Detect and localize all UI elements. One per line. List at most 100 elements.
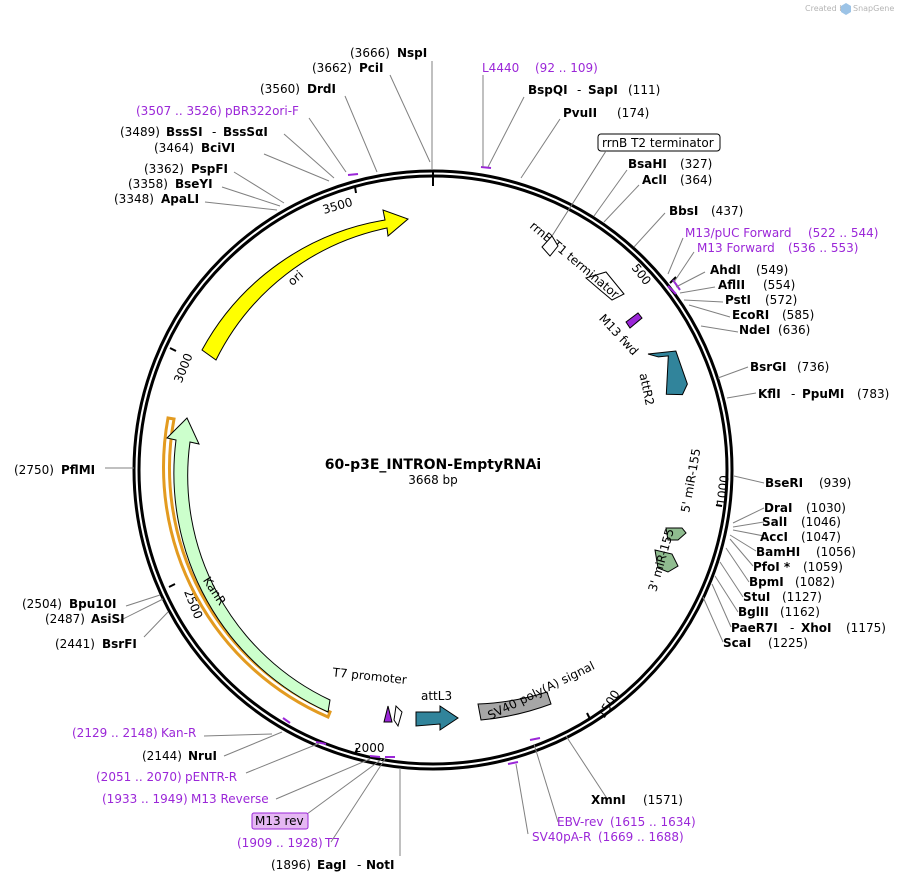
kanr-feature: KanR	[162, 416, 332, 719]
rrnb-t2-feature: rrnB T2 terminator	[541, 133, 721, 257]
site-pos-drai: (1030)	[806, 501, 846, 515]
primer-range-m13fwd: (536 .. 553)	[788, 241, 858, 255]
ori-feature: ori	[201, 209, 409, 361]
plasmid-name: 60-p3E_INTRON-EmptyRNAi	[325, 457, 541, 473]
site-pos-bsrfi: (2441)	[55, 637, 95, 651]
site-paer7i: PaeR7I	[731, 621, 778, 635]
site-pos-pcii: (3662)	[312, 61, 352, 75]
svg-text:-: -	[357, 858, 361, 872]
site-bsahi: BsaHI	[628, 157, 667, 171]
plasmid-length: 3668 bp	[408, 473, 458, 487]
mir3-feature: 3' miR-155	[646, 527, 679, 593]
site-acli: AclI	[642, 173, 667, 187]
primer-t7: T7	[324, 836, 340, 850]
site-bspqi: BspQI	[528, 83, 568, 97]
tick-1000: 1000	[714, 474, 732, 506]
site-pos-bpmi: (1082)	[795, 575, 835, 589]
site-bamhi: BamHI	[756, 545, 800, 559]
svg-text:-: -	[577, 83, 581, 97]
site-eagi: EagI	[317, 858, 346, 872]
site-pos-sali: (1046)	[801, 515, 841, 529]
svg-text:-: -	[212, 125, 216, 139]
tick-3000: 3000	[171, 351, 195, 385]
m13fwd-feature: M13 fwd	[596, 311, 643, 358]
svg-text:-: -	[790, 621, 794, 635]
primer-m13-forward: M13 Forward	[697, 241, 775, 255]
site-bsssai: BssSαI	[223, 125, 268, 139]
backbone-outer-circle	[132, 169, 734, 771]
snapgene-logo-icon	[841, 3, 851, 15]
site-xhoi: XhoI	[801, 621, 832, 635]
site-aflii: AflII	[718, 278, 745, 292]
m13rev-box	[251, 812, 309, 830]
site-pos-kfli: (783)	[857, 387, 889, 401]
site-xmni: XmnI	[591, 793, 626, 807]
site-pos-psti: (572)	[765, 293, 797, 307]
m13rev-box-label: M13 rev	[255, 814, 304, 828]
primer-range-pentr: (2051 .. 2070)	[96, 770, 182, 784]
site-kfli: KflI	[758, 387, 781, 401]
mir5-feature: 5' miR-155	[665, 447, 703, 541]
primer-range-m13rev: (1933 .. 1949)	[102, 792, 188, 806]
site-pos-nspi: (3666)	[350, 46, 390, 60]
site-pos-ndei: (636)	[778, 323, 810, 337]
tick-3500: 3500	[321, 195, 354, 217]
site-pos-ecori: (585)	[782, 308, 814, 322]
site-pflmi: PflMI	[61, 463, 95, 477]
site-pos-bspqi: (111)	[628, 83, 660, 97]
site-ndei: NdeI	[739, 323, 770, 337]
primer-sv40pa-r: SV40pA-R	[532, 830, 591, 844]
site-ppumi: PpuMI	[802, 387, 844, 401]
watermark-app: SnapGene	[853, 4, 894, 13]
site-pos-bsahi: (327)	[680, 157, 712, 171]
site-bsrgi: BsrGI	[750, 360, 787, 374]
polyA-feature: SV40 poly(A) signal	[477, 659, 597, 723]
site-nrui: NruI	[188, 749, 217, 763]
rrnb-t1-feature: rrnB T1 terminator	[527, 219, 625, 301]
site-pos-apali: (3348)	[114, 192, 154, 206]
site-pos-pflmi: (2750)	[14, 463, 54, 477]
left-site-labels: (3666) NspI (3662) PciI (3560) DrdI (350…	[14, 46, 427, 872]
site-pcii: PciI	[359, 61, 384, 75]
site-bbsi: BbsI	[669, 204, 698, 218]
primer-kan-r: Kan-R	[161, 726, 196, 740]
attR2-feature: attR2	[636, 350, 688, 407]
site-pos-eagi: (1896)	[271, 858, 311, 872]
mir5-label: 5' miR-155	[678, 447, 703, 513]
site-drai: DraI	[764, 501, 792, 515]
site-pos-pvuii: (174)	[617, 106, 649, 120]
site-pos-acci: (1047)	[801, 530, 841, 544]
site-pos-bbsi: (437)	[711, 204, 743, 218]
site-asisi: AsiSI	[91, 612, 125, 626]
site-pos-bpu10i: (2504)	[22, 597, 62, 611]
site-psti: PstI	[725, 293, 751, 307]
rrnb-t2-label: rrnB T2 terminator	[602, 136, 714, 150]
primer-m13-reverse: M13 Reverse	[191, 792, 269, 806]
site-noti: NotI	[366, 858, 395, 872]
site-pos-bseyi: (3358)	[128, 177, 168, 191]
primer-range-sv40pa: (1669 .. 1688)	[598, 830, 684, 844]
t7prom-feature: T7 promoter	[331, 665, 408, 728]
site-bcivi: BciVI	[201, 141, 235, 155]
primer-range-l4440: (92 .. 109)	[535, 61, 598, 75]
polyA-label: SV40 poly(A) signal	[485, 659, 596, 723]
site-pos-bcivi: (3464)	[154, 141, 194, 155]
attL3-feature: attL3	[415, 689, 459, 731]
site-pos-asisi: (2487)	[45, 612, 85, 626]
site-stui: StuI	[743, 590, 770, 604]
site-pos-bglii: (1162)	[780, 605, 820, 619]
attL3-label: attL3	[421, 689, 452, 703]
site-bsssi: BssSI	[166, 125, 203, 139]
primer-range-m13puc: (522 .. 544)	[808, 226, 878, 240]
site-ahdi: AhdI	[710, 263, 741, 277]
primer-pbr322ori-f: pBR322ori-F	[225, 104, 299, 118]
site-pos-pspfi: (3362)	[144, 162, 184, 176]
site-bpmi: BpmI	[749, 575, 784, 589]
site-nspi: NspI	[397, 46, 427, 60]
site-bpu10i: Bpu10I	[69, 597, 116, 611]
site-bseri: BseRI	[765, 476, 803, 490]
site-sapi: SapI	[588, 83, 618, 97]
site-acci: AccI	[760, 530, 788, 544]
site-scai: ScaI	[723, 636, 751, 650]
